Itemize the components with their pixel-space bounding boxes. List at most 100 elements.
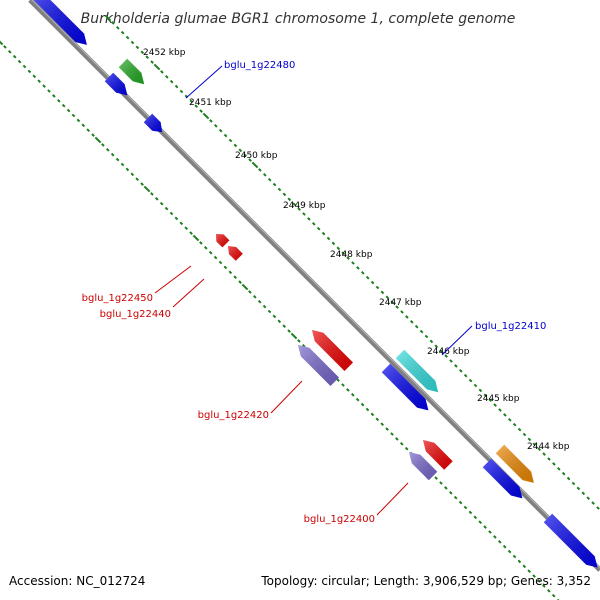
tick-mark [434,476,438,480]
tick-mark [321,231,326,236]
tick-mark [243,153,248,158]
tick-mark [405,315,409,319]
tick-mark [365,407,370,412]
tick-mark [248,290,252,294]
tick-mark [360,270,365,275]
tick-mark [395,437,399,441]
tick-mark [596,506,600,510]
tick-mark [202,112,210,120]
tick-mark [140,50,145,55]
tick-mark [262,172,267,177]
tick-mark [223,133,228,138]
tick-mark [532,442,537,447]
tick-mark [164,206,169,211]
tick-mark [350,392,355,397]
tick-mark [493,535,497,539]
tick-mark [189,231,193,235]
tick-mark [130,172,135,177]
tick-mark [37,79,42,84]
gene-label-reverse[interactable]: bglu_1g22420 [198,410,269,421]
tick-mark [483,393,488,398]
tick-mark [512,422,517,427]
tick-label: 2446 kbp [427,347,470,357]
gene-label-forward[interactable]: bglu_1g22410 [475,321,546,332]
tick-mark [228,138,233,143]
gene-arrow-shade [33,0,87,45]
gene-arrow-shade [409,452,438,481]
tick-mark [502,544,507,549]
tick-mark [409,319,414,324]
tick-mark [140,182,144,186]
tick-mark [192,234,200,242]
tick-mark [115,25,120,30]
gene-label-reverse[interactable]: bglu_1g22450 [82,293,153,304]
gene-label-forward[interactable]: bglu_1g22480 [224,60,295,71]
tick-label: 2452 kbp [143,48,186,58]
leader-line [185,65,223,99]
tick-mark [238,148,243,153]
tick-mark [179,221,184,226]
tick-mark [547,457,551,461]
tick-mark [355,397,360,402]
tick-mark [419,329,424,334]
tick-mark [341,383,345,387]
gene-arrow-shade [423,440,453,470]
tick-label: 2445 kbp [477,394,520,404]
tick-mark [160,70,164,74]
tick-mark [488,530,492,534]
gene-arrow-shade [216,234,230,248]
tick-mark [282,324,287,329]
tick-mark [468,510,473,515]
tick-mark [336,378,340,382]
gene-label-reverse[interactable]: bglu_1g22400 [304,514,375,525]
leader-line [154,265,192,294]
tick-mark [125,35,130,40]
tick-mark [238,280,242,284]
tick-mark [3,45,7,49]
leader-line [172,278,205,308]
leader-line [270,380,303,414]
tick-label: 2448 kbp [330,250,373,260]
gene-arrow-shade [482,458,523,499]
tick-mark [272,314,277,319]
tick-mark [110,152,115,157]
tick-mark [522,564,527,569]
tick-label: 2447 kbp [379,298,422,308]
tick-mark [316,226,321,231]
tick-mark [546,588,551,593]
tick-mark [209,119,213,123]
tick-mark [404,446,409,451]
tick-mark [370,280,375,285]
tick-labels: 2452 kbp 2451 kbp 2450 kbp 2449 kbp 2448… [143,48,570,452]
tick-label: 2451 kbp [189,98,232,108]
gene-label-reverse[interactable]: bglu_1g22440 [100,309,171,320]
tick-mark [390,432,394,436]
tick-label: 2450 kbp [235,151,278,161]
tick-mark [414,324,419,329]
tick-mark [517,427,522,432]
tick-mark [135,177,140,182]
tick-mark [66,108,71,113]
tick-mark [356,266,360,270]
tick-mark [473,383,478,388]
tick-mark [297,339,301,343]
tick-mark [290,332,298,340]
tick-mark [154,196,159,201]
leader-line [376,482,409,516]
tick-mark [478,520,483,525]
tick-mark [512,554,517,559]
tick-mark [184,226,189,231]
tick-mark [179,89,184,94]
tick-mark [517,559,522,564]
tick-mark [56,98,61,103]
tick-mark [434,344,439,349]
tick-mark [257,299,262,304]
tick-mark [458,368,463,373]
tick-mark [292,202,297,207]
tick-mark [576,486,581,491]
tick-mark [537,447,542,452]
tick-mark [527,437,532,442]
tick-mark [0,40,4,46]
tick-mark [463,505,468,510]
tick-mark [375,417,380,422]
